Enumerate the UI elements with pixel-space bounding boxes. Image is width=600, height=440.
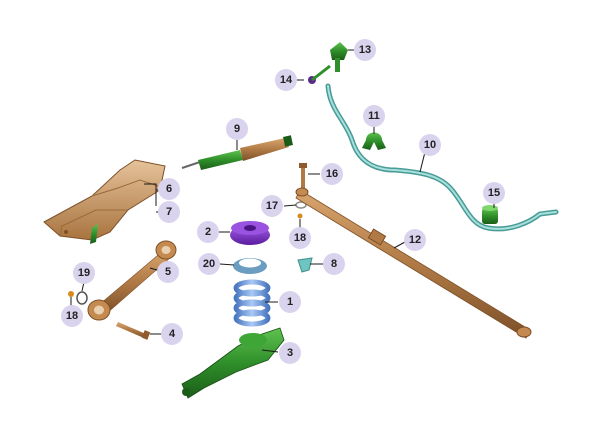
- part-4-bolt: [116, 322, 151, 340]
- callout-12: 12: [404, 229, 426, 251]
- callout-2: 2: [197, 221, 219, 243]
- svg-text:18: 18: [66, 310, 78, 322]
- part-13-end-bracket: [330, 42, 348, 72]
- part-5-trailing-arm: [87, 240, 177, 321]
- part-6-7-bracket: [43, 159, 166, 244]
- svg-text:7: 7: [166, 206, 172, 218]
- callout-1: 1: [279, 291, 301, 313]
- callout-5: 5: [157, 261, 179, 283]
- part-14-link-bolt: [308, 64, 331, 84]
- callout-3: 3: [279, 342, 301, 364]
- svg-text:6: 6: [166, 183, 172, 195]
- svg-text:15: 15: [488, 187, 500, 199]
- part-8-bump-stop: [297, 257, 313, 273]
- svg-text:2: 2: [205, 226, 211, 238]
- part-18-nut-right: [297, 213, 303, 219]
- callout-14: 14: [275, 69, 297, 91]
- part-12-panhard-rod: [295, 187, 532, 339]
- svg-text:4: 4: [169, 328, 176, 340]
- callout-19: 19: [73, 262, 95, 284]
- svg-text:5: 5: [165, 266, 171, 278]
- callout-9: 9: [226, 118, 248, 140]
- svg-text:13: 13: [359, 44, 371, 56]
- svg-text:19: 19: [78, 267, 90, 279]
- svg-text:11: 11: [368, 110, 380, 122]
- part-16-bolt: [299, 163, 307, 188]
- callout-13: 13: [354, 39, 376, 61]
- callout-7: 7: [158, 201, 180, 223]
- part-2-spring-seat: [230, 221, 270, 245]
- part-3-lower-control-arm: [181, 327, 285, 399]
- part-11-clamp: [362, 132, 386, 150]
- svg-text:20: 20: [203, 258, 215, 270]
- callout-4: 4: [161, 323, 183, 345]
- callout-11: 11: [363, 105, 385, 127]
- svg-text:12: 12: [409, 234, 421, 246]
- part-19-washer: [76, 291, 88, 305]
- callout-17: 17: [261, 195, 283, 217]
- callout-15: 15: [483, 182, 505, 204]
- callout-18-right: 18: [289, 227, 311, 249]
- part-9-shock-absorber: [181, 135, 293, 170]
- svg-text:3: 3: [287, 347, 293, 359]
- callout-8: 8: [323, 253, 345, 275]
- part-10-anti-roll-bar: [325, 83, 559, 232]
- svg-text:10: 10: [424, 139, 436, 151]
- part-15-bushing: [482, 205, 498, 224]
- svg-text:9: 9: [234, 123, 240, 135]
- callout-20: 20: [198, 253, 220, 275]
- svg-text:14: 14: [280, 74, 293, 86]
- part-18-nut-left: [68, 291, 74, 297]
- svg-text:8: 8: [331, 258, 337, 270]
- svg-text:17: 17: [266, 200, 278, 212]
- callout-6: 6: [158, 178, 180, 200]
- svg-text:16: 16: [326, 168, 338, 180]
- svg-text:18: 18: [294, 232, 306, 244]
- svg-text:1: 1: [287, 296, 293, 308]
- part-1-coil-spring: [233, 279, 271, 327]
- callout-10: 10: [419, 134, 441, 156]
- callout-18-left: 18: [61, 305, 83, 327]
- part-20-insulator-ring: [233, 258, 267, 274]
- callout-16: 16: [321, 163, 343, 185]
